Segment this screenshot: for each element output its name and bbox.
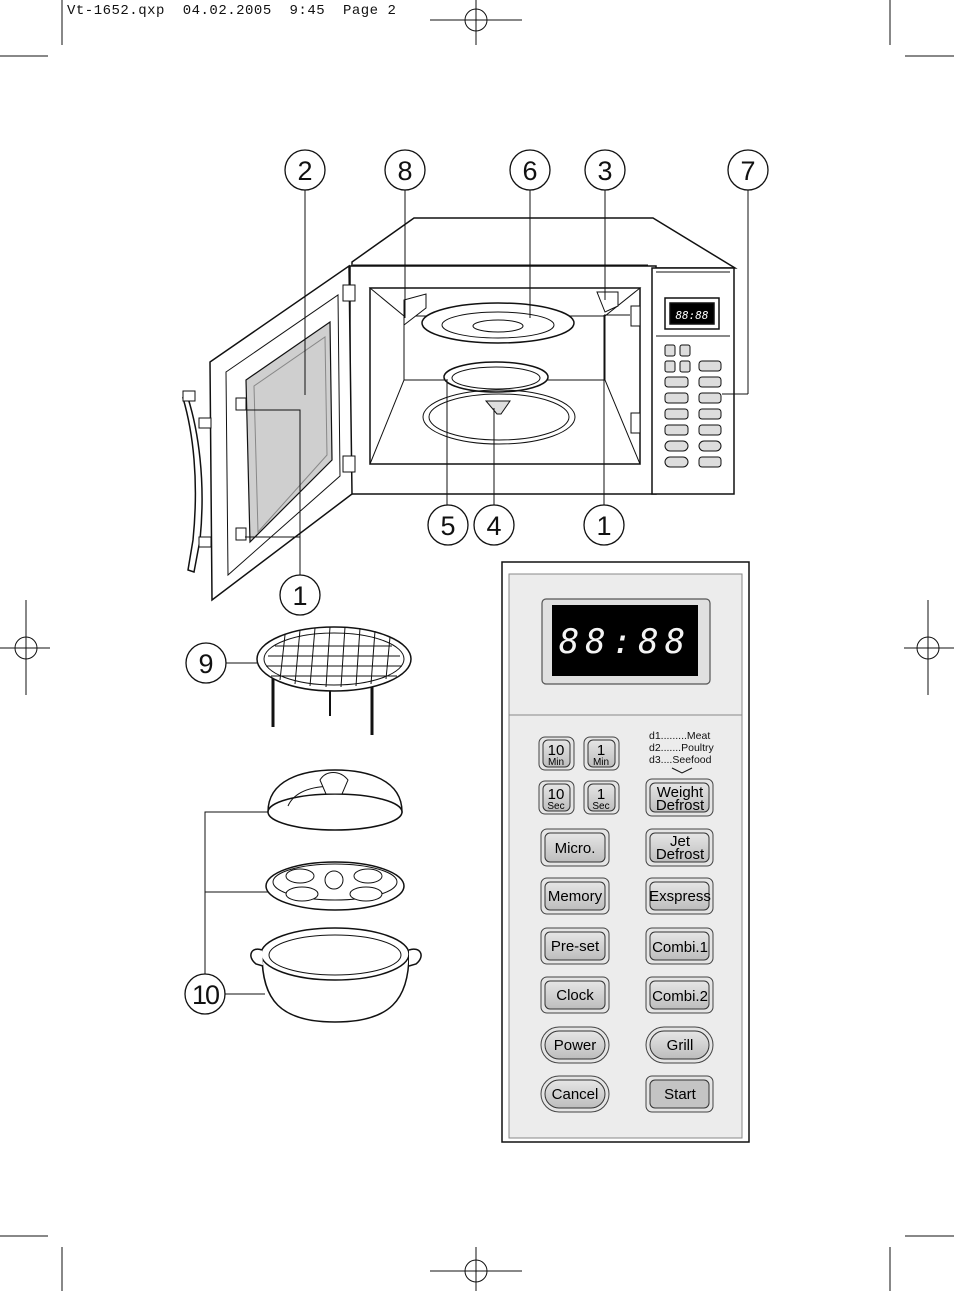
svg-text:Cancel: Cancel bbox=[552, 1086, 599, 1103]
callout-2-label: 2 bbox=[297, 156, 312, 186]
svg-text:Weight: Weight bbox=[657, 784, 704, 801]
microwave-top bbox=[351, 217, 738, 269]
callout-1-left bbox=[279, 574, 321, 616]
legend-d2: d2.......Poultry bbox=[649, 742, 715, 754]
callout-3 bbox=[584, 149, 626, 191]
door-latch-hole-bottom bbox=[630, 412, 641, 434]
control-panel: 88:88 d1.........Meat d2.......Poultry d… bbox=[501, 561, 750, 1143]
callout-1-left-label: 1 bbox=[292, 581, 307, 611]
door-handle bbox=[181, 397, 203, 573]
svg-text:10: 10 bbox=[548, 786, 565, 803]
svg-text:Start: Start bbox=[664, 1086, 697, 1103]
power-button[interactable]: Power bbox=[540, 1026, 610, 1064]
mini-display bbox=[669, 302, 715, 325]
callout-10 bbox=[184, 973, 226, 1015]
callout-5 bbox=[427, 504, 469, 546]
svg-text:Combi.1: Combi.1 bbox=[652, 939, 708, 956]
svg-text:Exspress: Exspress bbox=[649, 888, 711, 905]
callout-1-right bbox=[583, 504, 625, 546]
svg-text:Jet: Jet bbox=[670, 833, 691, 850]
jet-defrost-button[interactable]: Jet Defrost bbox=[645, 828, 714, 867]
clock-button[interactable]: Clock bbox=[540, 976, 610, 1014]
legend-d1: d1.........Meat bbox=[649, 730, 710, 742]
callout-9 bbox=[185, 642, 227, 684]
callout-7-label: 7 bbox=[740, 156, 755, 186]
svg-text:Power: Power bbox=[554, 1037, 597, 1054]
callout-3-label: 3 bbox=[597, 156, 612, 186]
express-button[interactable]: Exspress bbox=[645, 877, 714, 915]
cancel-button[interactable]: Cancel bbox=[540, 1075, 610, 1113]
micro-button[interactable]: Micro. bbox=[540, 828, 610, 867]
svg-text:Combi.2: Combi.2 bbox=[652, 988, 708, 1005]
svg-text:Min: Min bbox=[593, 757, 609, 768]
svg-text:Defrost: Defrost bbox=[656, 846, 705, 863]
button-1-sec[interactable]: 1 Sec bbox=[583, 780, 620, 815]
button-10-min[interactable]: 10 Min bbox=[538, 736, 575, 771]
button-1-min[interactable]: 1 Min bbox=[583, 736, 620, 771]
start-button[interactable]: Start bbox=[645, 1075, 714, 1113]
callout-8 bbox=[384, 149, 426, 191]
svg-text:Micro.: Micro. bbox=[555, 840, 596, 857]
callout-6-label: 6 bbox=[522, 156, 537, 186]
weight-defrost-button[interactable]: Weight Defrost bbox=[645, 778, 714, 817]
grill-rack bbox=[256, 626, 412, 735]
callout-1-right-label: 1 bbox=[596, 511, 611, 541]
page-header: Vt-1652.qxp 04.02.2005 9:45 Page 2 bbox=[67, 3, 397, 19]
callout-5-label: 5 bbox=[440, 511, 455, 541]
svg-text:Sec: Sec bbox=[592, 801, 609, 812]
mini-buttons bbox=[664, 344, 722, 468]
svg-text:Memory: Memory bbox=[548, 888, 603, 905]
steamer-set bbox=[250, 769, 422, 1023]
mini-display-text: 88:88 bbox=[675, 309, 708, 322]
microwave-illustration: 88:88 bbox=[181, 217, 738, 602]
svg-text:10: 10 bbox=[548, 742, 565, 759]
led-display bbox=[552, 605, 698, 676]
svg-text:Min: Min bbox=[548, 757, 564, 768]
callouts bbox=[184, 149, 769, 1015]
combi2-button[interactable]: Combi.2 bbox=[645, 976, 714, 1014]
leader-lines bbox=[204, 188, 749, 995]
callout-9-label: 9 bbox=[198, 649, 213, 679]
svg-text:Defrost: Defrost bbox=[656, 797, 705, 814]
svg-text:Sec: Sec bbox=[547, 801, 564, 812]
svg-text:1: 1 bbox=[597, 742, 605, 759]
memory-button[interactable]: Memory bbox=[540, 877, 610, 915]
callout-10-label: 10 bbox=[192, 980, 219, 1010]
callout-4 bbox=[473, 504, 515, 546]
callout-2 bbox=[284, 149, 326, 191]
svg-text:Grill: Grill bbox=[667, 1037, 694, 1054]
callout-8-label: 8 bbox=[397, 156, 412, 186]
vent bbox=[596, 291, 619, 313]
led-display-text: 88:88 bbox=[559, 622, 691, 662]
waveguide-cover bbox=[403, 293, 427, 327]
grill-button[interactable]: Grill bbox=[645, 1026, 714, 1064]
svg-text:1: 1 bbox=[597, 786, 605, 803]
svg-text:Pre-set: Pre-set bbox=[551, 938, 600, 955]
legend-d3: d3....Seefood bbox=[649, 754, 712, 766]
button-10-sec[interactable]: 10 Sec bbox=[538, 780, 575, 815]
callout-7 bbox=[727, 149, 769, 191]
callout-6 bbox=[509, 149, 551, 191]
door-latch-hole-top bbox=[630, 305, 641, 327]
combi1-button[interactable]: Combi.1 bbox=[645, 927, 714, 965]
coupler bbox=[484, 400, 511, 415]
preset-button[interactable]: Pre-set bbox=[540, 927, 610, 965]
svg-text:Clock: Clock bbox=[556, 987, 594, 1004]
callout-4-label: 4 bbox=[486, 511, 501, 541]
